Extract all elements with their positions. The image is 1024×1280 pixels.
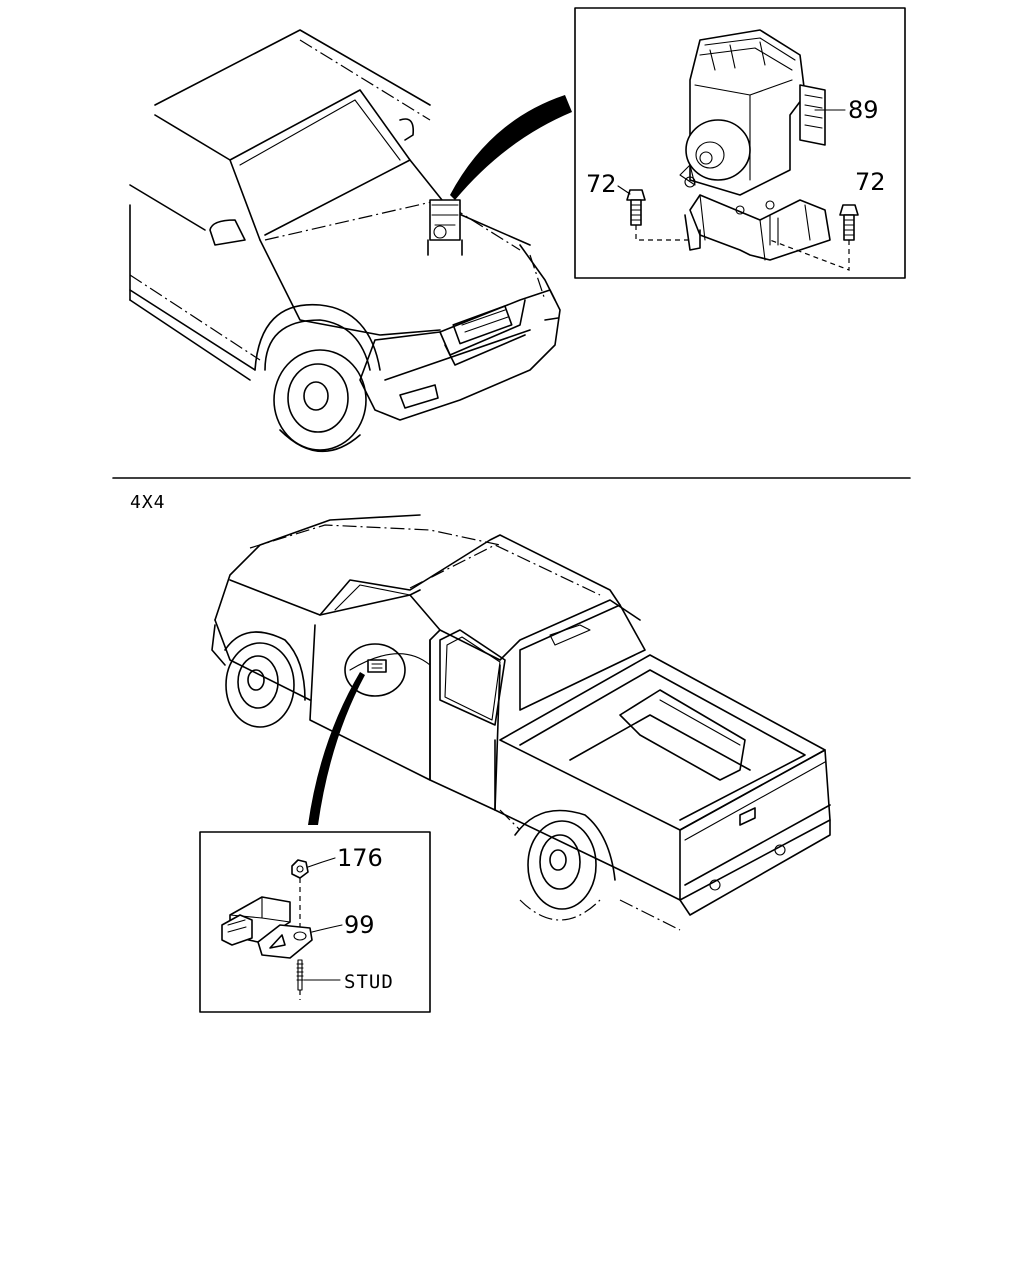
g-sensor-assembly [221, 859, 313, 1000]
callout-72-right: 72 [855, 168, 886, 196]
callout-99: 99 [344, 911, 375, 939]
abs-hydraulic-unit [679, 29, 831, 261]
abs-detail-box [574, 7, 906, 279]
callout-stud: STUD [344, 971, 394, 993]
suv-front-drawing [129, 29, 572, 453]
section-label-4x4: 4X4 [130, 492, 166, 513]
leader-wedge-top [450, 95, 572, 200]
leader-176 [307, 857, 336, 868]
bolt-72-left [626, 189, 690, 241]
sensor-location-small [367, 659, 387, 673]
callout-72-left: 72 [586, 170, 617, 198]
callout-89: 89 [848, 96, 879, 124]
bolt-72-right [769, 204, 859, 271]
abs-unit-location-small [427, 199, 463, 256]
leader-wedge-bottom [308, 672, 365, 825]
leader-99 [311, 924, 343, 933]
callout-176: 176 [337, 844, 383, 872]
sensor-detail-box [199, 831, 431, 1013]
pickup-truck-drawing [211, 514, 831, 931]
